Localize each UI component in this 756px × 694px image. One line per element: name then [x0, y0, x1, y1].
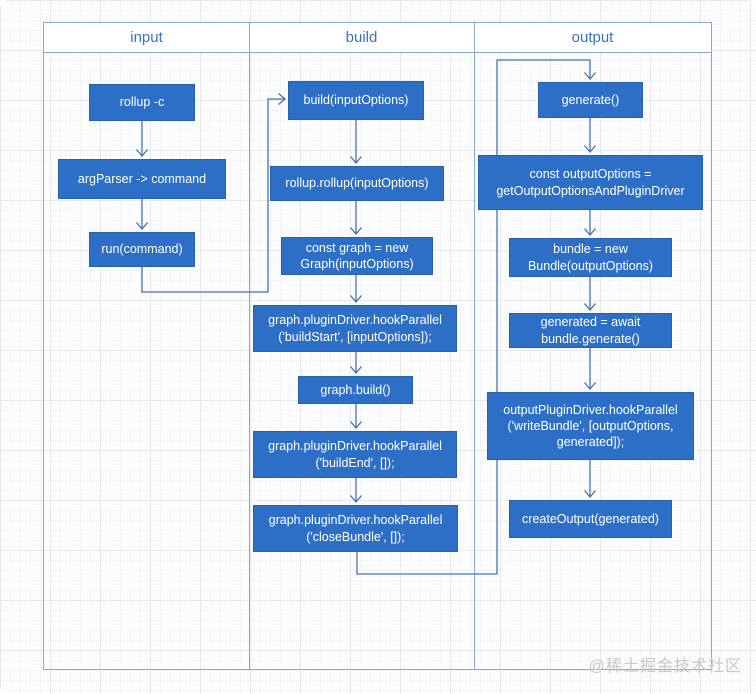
column-header-input: input: [130, 29, 163, 46]
node-rollup-rollup: rollup.rollup(inputOptions): [270, 166, 444, 201]
arrowhead-down-icon: [584, 382, 596, 391]
arrowhead-down-icon: [350, 227, 362, 236]
arrowhead-down-icon: [350, 366, 362, 375]
node-createoutput: createOutput(generated): [509, 500, 672, 538]
connector-build-to-rolluprollup: [350, 120, 362, 165]
watermark: @稀土掘金技术社区: [588, 658, 742, 675]
arrowhead-down-icon: [584, 303, 596, 312]
connector-bundle-to-generated: [584, 277, 596, 312]
connector-argparser-to-run: [136, 199, 148, 231]
node-generate: generate(): [538, 82, 643, 118]
node-bundle-new: bundle = new Bundle(outputOptions): [509, 238, 672, 277]
column-header-build: build: [345, 29, 378, 46]
arrowhead-down-icon: [350, 156, 362, 165]
arrowhead-down-icon: [136, 222, 148, 231]
connector-graphbuild-to-buildend: [350, 404, 362, 430]
connector-rolluprollup-to-constgraph: [350, 201, 362, 236]
table-header-row: input build output: [44, 23, 711, 53]
column-divider-input-build: [249, 23, 250, 669]
node-hook-buildend: graph.pluginDriver.hookParallel ('buildE…: [253, 431, 457, 478]
arrowhead-down-icon: [584, 72, 596, 81]
arrowhead-right-icon: [278, 93, 287, 105]
connector-buildend-to-closebundle: [350, 478, 362, 504]
node-const-outputoptions: const outputOptions = getOutputOptionsAn…: [478, 155, 703, 210]
connector-writebundle-to-createoutput: [584, 460, 596, 499]
node-argparser-to-command: argParser -> command: [58, 159, 226, 199]
node-const-graph: const graph = new Graph(inputOptions): [281, 237, 433, 275]
connector-outputoptions-to-bundle: [584, 210, 596, 237]
column-divider-build-output: [474, 23, 475, 669]
node-generated-await: generated = await bundle.generate(): [509, 313, 672, 348]
column-header-output: output: [571, 29, 614, 46]
connector-run-to-build: [141, 93, 287, 293]
arrowhead-down-icon: [584, 490, 596, 499]
connector-rollupc-to-argparser: [136, 121, 148, 158]
node-rollup-c: rollup -c: [89, 84, 195, 121]
process-table: input build output: [43, 22, 712, 670]
arrowhead-down-icon: [584, 228, 596, 237]
arrowhead-down-icon: [136, 149, 148, 158]
arrowhead-down-icon: [350, 421, 362, 430]
node-hook-writebundle: outputPluginDriver.hookParallel ('writeB…: [487, 392, 694, 460]
connector-generate-to-outputoptions: [584, 118, 596, 154]
node-hook-buildstart: graph.pluginDriver.hookParallel ('buildS…: [253, 305, 457, 352]
connector-buildstart-to-graphbuild: [350, 352, 362, 375]
connector-constgraph-to-buildstart: [350, 275, 362, 304]
connector-generated-to-writebundle: [584, 348, 596, 391]
node-hook-closebundle: graph.pluginDriver.hookParallel ('closeB…: [253, 505, 458, 552]
connector-closebundle-to-generate: [356, 59, 596, 575]
node-run-command: run(command): [89, 232, 195, 267]
arrowhead-down-icon: [350, 295, 362, 304]
arrowhead-down-icon: [350, 495, 362, 504]
node-graph-build: graph.build(): [298, 376, 413, 404]
node-build-inputoptions: build(inputOptions): [288, 81, 424, 120]
arrowhead-down-icon: [584, 145, 596, 154]
